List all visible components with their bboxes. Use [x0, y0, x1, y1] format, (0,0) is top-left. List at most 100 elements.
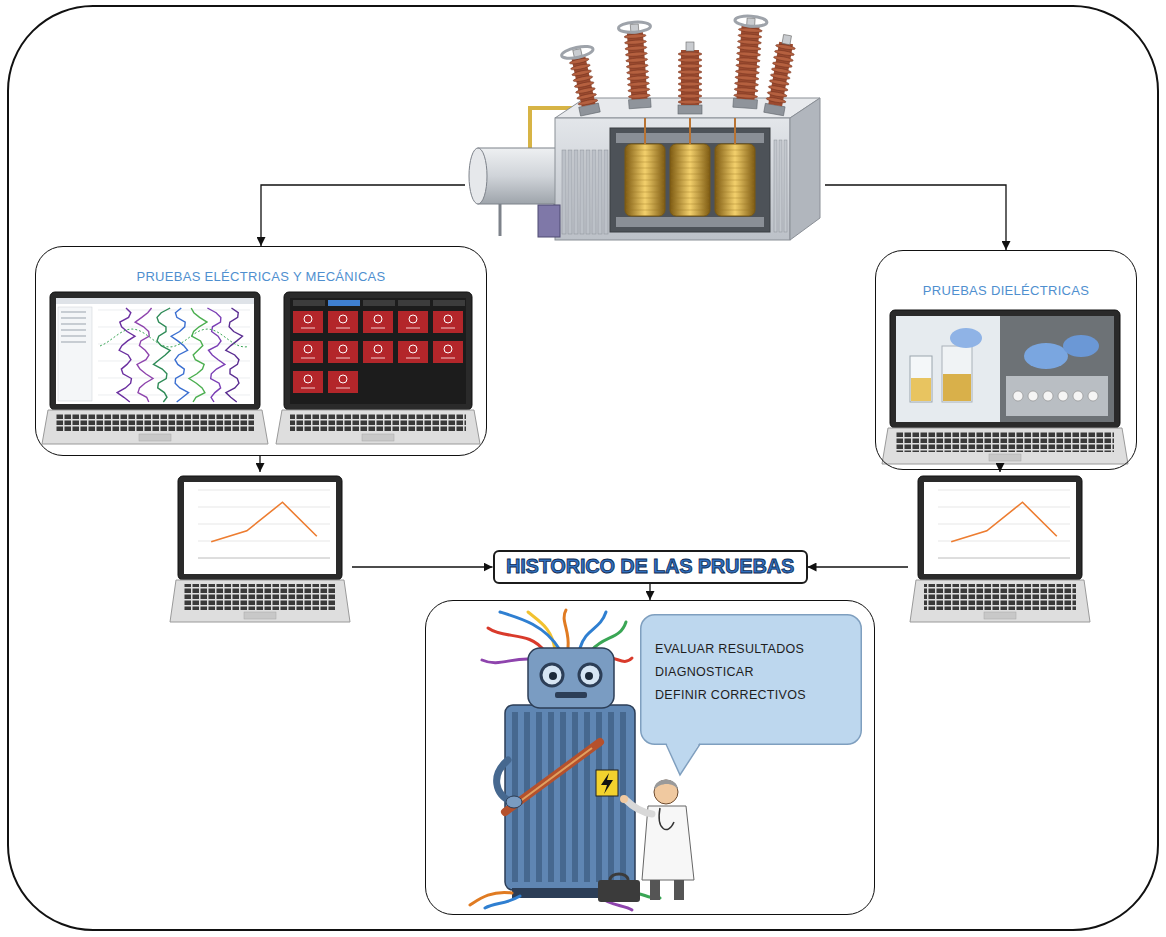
laptop-test-menu: [293, 300, 325, 306]
laptop-waveform: [98, 310, 250, 311]
chart-laptop: [908, 472, 1092, 632]
robot-transformer-illustration: [505, 742, 600, 812]
robot-transformer-illustration: [596, 770, 618, 796]
test-panel: PRUEBAS ELÉCTRICAS Y MECÁNICAS: [35, 246, 487, 456]
speech-bubble: EVALUAR RESULTADOSDIAGNOSTICARDEFINIR CO…: [640, 614, 862, 745]
laptop-waveform: [61, 342, 86, 343]
robot-transformer-illustration: [610, 874, 628, 880]
transformer-illustration: [736, 57, 760, 63]
transformer-illustration: [773, 55, 793, 62]
laptop-trend-chart: [198, 558, 330, 559]
laptop-test-menu: [406, 328, 420, 329]
robot-transformer-illustration: [505, 705, 635, 890]
transformer-illustration: [678, 70, 702, 74]
transformer-illustration: [769, 79, 789, 86]
laptop-trend-chart: [918, 476, 1082, 580]
transformer-illustration: [538, 205, 560, 237]
transformer-illustration: [624, 39, 646, 45]
transformer-illustration: [737, 39, 761, 45]
laptop-test-menu: [301, 328, 315, 329]
laptop-test-menu: [328, 341, 358, 363]
transformer-illustration: [580, 150, 584, 234]
laptop-lab-photo: [1043, 391, 1053, 401]
transformer-illustration: [625, 144, 665, 216]
laptop-test-menu: [441, 328, 455, 329]
laptop-test-menu: [363, 300, 395, 306]
robot-transformer-illustration: [560, 712, 566, 882]
laptop-trend-chart: [910, 580, 1090, 622]
laptop-trend-chart: [984, 612, 1016, 619]
transformer-illustration: [716, 150, 754, 151]
robot-transformer-illustration: [555, 692, 587, 698]
laptop-test-menu: [290, 414, 466, 432]
transformer-illustration: [626, 204, 664, 205]
transformer-illustration: [626, 156, 664, 157]
transformer-illustration: [771, 67, 791, 74]
laptop-test-menu: [444, 345, 452, 353]
laptop-lab-photo: [1028, 391, 1038, 401]
transformer-illustration: [678, 88, 702, 92]
analysis-panel: EVALUAR RESULTADOSDIAGNOSTICARDEFINIR CO…: [425, 600, 875, 915]
transformer-illustration: [689, 118, 691, 144]
laptop-test-menu: [409, 345, 417, 353]
bubble-text: DIAGNOSTICAR: [655, 661, 754, 684]
laptop-lab-photo: [882, 310, 1128, 464]
robot-transformer-illustration: [564, 610, 568, 648]
panel-title: PRUEBAS ELÉCTRICAS Y MECÁNICAS: [136, 269, 385, 285]
transformer-illustration: [574, 150, 578, 234]
laptop-waveform: [207, 308, 224, 402]
laptop-trend-chart: [244, 612, 276, 619]
transformer-illustration: [734, 87, 758, 93]
connector-arrow: [259, 456, 260, 472]
transformer-illustration: [716, 180, 754, 181]
robot-transformer-illustration: [654, 780, 678, 804]
transformer-illustration: [616, 217, 764, 227]
laptop-trend-chart: [184, 482, 336, 574]
bubble-outline: [640, 614, 862, 745]
robot-transformer-illustration: [548, 712, 554, 882]
laptop-trend-chart: [211, 502, 317, 541]
transformer-illustration: [626, 162, 664, 163]
laptop-waveform: [117, 308, 135, 402]
transformer-illustration: [716, 186, 754, 187]
connector-arrow: [352, 566, 493, 567]
transformer-illustration: [678, 42, 702, 114]
laptop-trend-chart: [951, 502, 1057, 541]
transformer-illustration: [469, 15, 820, 240]
laptop-trend-chart: [198, 507, 330, 508]
laptop-test-menu: [433, 300, 465, 306]
transformer-illustration: [671, 192, 709, 193]
laptop-lab-photo: [1000, 316, 1114, 422]
transformer-illustration: [671, 150, 709, 151]
laptop-test-menu: [336, 328, 350, 329]
robot-transformer-illustration: [598, 880, 640, 902]
bubble-outline: [666, 742, 700, 775]
laptop-trend-chart: [910, 476, 1090, 622]
laptop-test-menu: [304, 315, 312, 323]
laptop-waveform: [153, 308, 170, 402]
connector-arrow: [261, 185, 465, 246]
transformer-illustration: [716, 168, 754, 169]
laptop-waveform: [42, 292, 268, 444]
laptop-lab-photo: [1073, 391, 1083, 401]
robot-transformer-illustration: [585, 672, 593, 680]
history-title: HISTORICO DE LAS PRUEBAS: [506, 555, 794, 577]
transformer-illustration: [671, 180, 709, 181]
laptop-test-menu: [339, 345, 347, 353]
laptop-test-menu: [362, 434, 394, 441]
laptop-lab-photo: [1058, 391, 1068, 401]
transformer-illustration: [555, 118, 790, 240]
transformer-illustration: [736, 63, 760, 69]
connector-arrow: [649, 584, 650, 600]
robot-transformer-illustration: [549, 672, 557, 680]
laptop-test-menu: [398, 300, 430, 306]
robot-transformer-illustration: [659, 808, 674, 830]
laptop-test-menu: [339, 315, 347, 323]
laptop-test-menu: [304, 345, 312, 353]
transformer-illustration: [671, 210, 709, 211]
laptop-trend-chart: [184, 584, 336, 610]
transformer-illustration: [644, 118, 646, 144]
transformer-illustration: [716, 198, 754, 199]
transformer-illustration: [678, 64, 702, 68]
